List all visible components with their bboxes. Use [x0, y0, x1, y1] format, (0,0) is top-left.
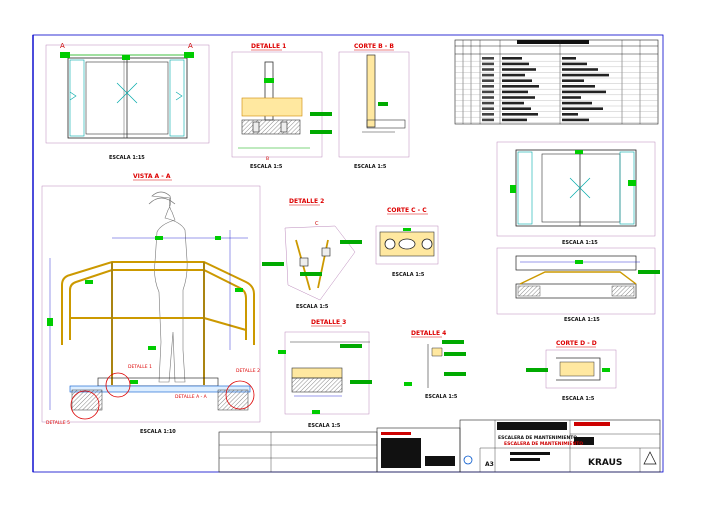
title-detail-3: DETALLE 3 [311, 319, 346, 326]
top-plan-view: A A ESCALA 1:15 [45, 42, 210, 161]
scale-cut-cc: ESCALA 1:5 [392, 272, 425, 278]
scale-detail-4: ESCALA 1:5 [425, 394, 458, 400]
title-cut-dd: CORTE D - D [556, 340, 597, 347]
title-vista-aa: VISTA A - A [133, 173, 171, 180]
label-detail-1-inline: DETALLE 1 [128, 364, 152, 370]
label-detail-2-inline: DETALLE 2 [236, 368, 260, 374]
warning-triangle-icon [643, 451, 657, 465]
company-logo-icon [463, 455, 473, 465]
scale-cut-dd: ESCALA 1:5 [562, 396, 595, 402]
scale-main-view: ESCALA 1:10 [140, 429, 176, 435]
scale-detail-2: ESCALA 1:5 [296, 304, 329, 310]
scale-right-plan-1: ESCALA 1:15 [562, 240, 598, 246]
detail-4: DETALLE 4 ESCALA 1:5 [404, 330, 466, 400]
human-figure-outline [151, 191, 188, 383]
project-name-line2: ESCALERA DE MANTENIMIENTO [504, 441, 583, 447]
brand-name: KRAUS [588, 458, 622, 468]
label-detail-aa-inline: DETALLE A - A [175, 394, 208, 400]
label-detail-5-inline: DETALLE 5 [46, 420, 70, 426]
detail-1: DETALLE 1 B ESCALA 1:5 [231, 43, 332, 170]
svg-text:C: C [315, 221, 319, 227]
detail-2: DETALLE 2 C ESCALA 1:5 [262, 198, 362, 310]
scale-cut-bb: ESCALA 1:5 [354, 164, 387, 170]
scale-detail-1: ESCALA 1:5 [250, 164, 283, 170]
title-detail-4: DETALLE 4 [411, 330, 446, 337]
detail-circle-left [70, 390, 100, 420]
parts-table [454, 39, 659, 125]
title-detail-1: DETALLE 1 [251, 43, 286, 50]
detail-3: DETALLE 3 ESCALA 1:5 [278, 319, 372, 429]
title-cut-cc: CORTE C - C [387, 207, 427, 214]
cut-bb: CORTE B - B ESCALA 1:5 [338, 43, 410, 170]
title-detail-2: DETALLE 2 [289, 198, 324, 205]
project-name-line1: ESCALERA DE MANTENIMIENTO [498, 435, 577, 441]
svg-text:A: A [60, 42, 65, 50]
title-block: ESCALERA DE MANTENIMIENTO ESCALERA DE MA… [218, 419, 661, 473]
main-view-aa: VISTA A - A [41, 173, 261, 435]
sheet-size: A3 [485, 461, 494, 468]
svg-text:A: A [188, 42, 193, 50]
svg-text:B: B [266, 156, 269, 162]
detail-circle-mid [105, 372, 131, 398]
right-plan-1: ESCALA 1:15 [496, 141, 656, 246]
scale-top-plan: ESCALA 1:15 [109, 155, 145, 161]
scale-detail-3: ESCALA 1:5 [308, 423, 341, 429]
right-plan-2: ESCALA 1:15 [496, 247, 660, 323]
cut-cc: CORTE C - C ESCALA 1:5 [375, 207, 439, 278]
detail-circle-right [225, 380, 255, 410]
cut-dd: CORTE D - D ESCALA 1:5 [526, 340, 617, 402]
scale-right-plan-2: ESCALA 1:15 [564, 317, 600, 323]
title-cut-bb: CORTE B - B [354, 43, 394, 50]
